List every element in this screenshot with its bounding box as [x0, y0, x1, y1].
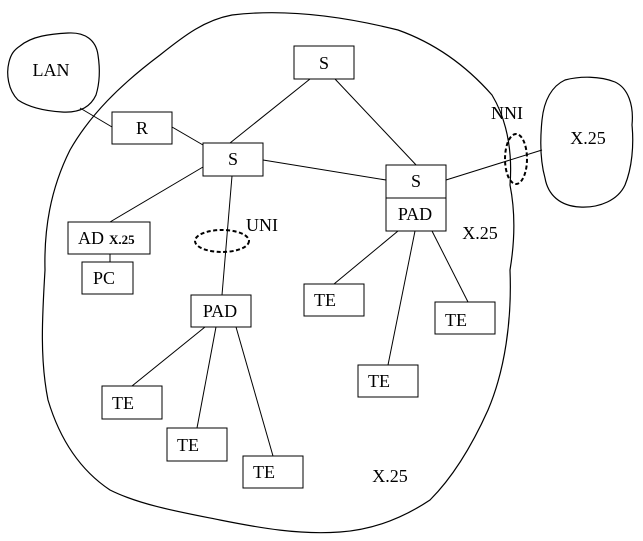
te-left-3-box: [242, 455, 304, 489]
te-left-2-label: TE: [177, 435, 199, 455]
switch-right-box: [385, 164, 447, 199]
link-pad-right-te3: [431, 230, 469, 303]
switch-top-label: S: [319, 53, 329, 73]
nni-marker: [504, 133, 528, 185]
link-pad-center-te2: [196, 326, 217, 429]
uni-label: UNI: [246, 215, 278, 235]
link-switch-top-right: [334, 78, 419, 168]
link-pad-right-te2: [387, 230, 416, 366]
ad-label: AD X.25: [78, 228, 135, 248]
pc-box: [81, 261, 134, 295]
te-left-3-label: TE: [253, 462, 275, 482]
external-x25-cloud: [540, 76, 634, 208]
te-left-1-box: [101, 385, 163, 420]
network-bottom-label: X.25: [372, 466, 408, 486]
switch-right-label: S: [411, 171, 421, 191]
te-right-1-label: TE: [314, 290, 336, 310]
ad-sub-label: X.25: [109, 232, 135, 247]
switch-top-box: [293, 45, 355, 80]
pad-right-box: [385, 197, 447, 232]
external-network-label: X.25: [570, 128, 606, 148]
pad-center-box: [190, 294, 252, 328]
pc-label: PC: [93, 268, 115, 288]
link-pad-center-te1: [131, 326, 206, 387]
link-switch-ad: [109, 166, 204, 223]
te-right-3-box: [434, 301, 496, 335]
te-right-2-label: TE: [368, 371, 390, 391]
nni-label: NNI: [491, 103, 523, 123]
router-box: [111, 111, 173, 145]
lan-cloud: [7, 32, 100, 113]
link-pad-right-te1: [333, 230, 399, 285]
lan-label: LAN: [33, 60, 70, 80]
router-label: R: [136, 118, 148, 138]
link-pad-center-te3: [235, 326, 274, 457]
link-switch-top-center: [229, 78, 311, 144]
switch-center-box: [202, 142, 264, 177]
uni-marker: [194, 229, 250, 253]
ad-main-label: AD: [78, 228, 104, 248]
te-left-2-box: [166, 427, 228, 462]
link-switch-pad-center: [221, 175, 233, 296]
link-lan-router: [79, 107, 113, 128]
te-right-3-label: TE: [445, 310, 467, 330]
link-switch-center-right: [262, 159, 387, 181]
link-router-switch: [171, 126, 204, 146]
te-left-1-label: TE: [112, 393, 134, 413]
switch-center-label: S: [228, 149, 238, 169]
pad-center-label: PAD: [203, 301, 237, 321]
main-network-cloud: [41, 12, 515, 534]
ad-box: [67, 221, 151, 255]
pad-right-label: PAD: [398, 204, 432, 224]
te-right-1-box: [303, 283, 365, 317]
te-right-2-box: [357, 364, 419, 398]
network-right-label: X.25: [462, 223, 498, 243]
